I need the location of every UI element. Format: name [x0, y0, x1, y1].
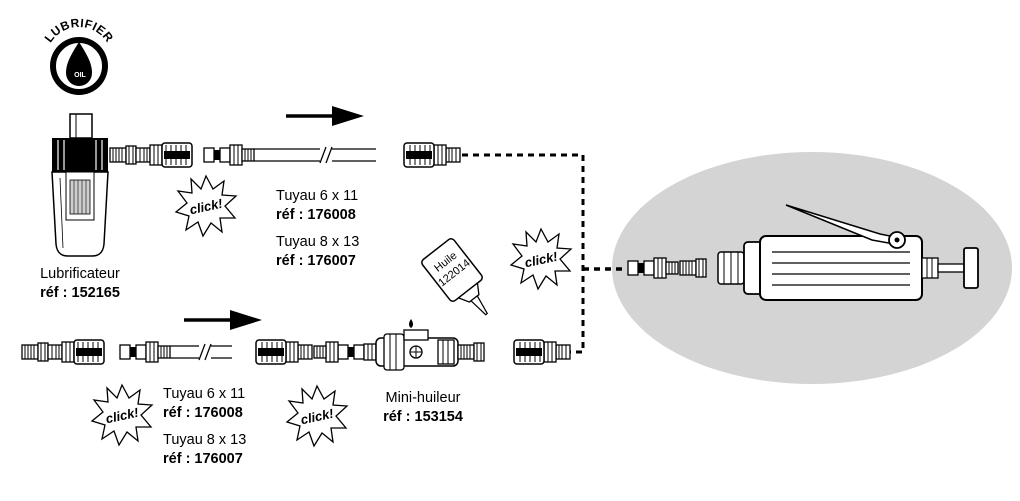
- mini-oiler-ref: réf : 153154: [383, 409, 463, 425]
- top-hose-line2-name: Tuyau 8 x 13: [276, 234, 360, 250]
- click-text: click!: [523, 249, 559, 271]
- bottom-hose-line1-name: Tuyau 6 x 11: [163, 386, 246, 402]
- bottom-hose-label: Tuyau 6 x 11 réf : 176008 Tuyau 8 x 13 r…: [163, 385, 246, 469]
- lubricator-name: Lubrificateur: [40, 266, 120, 282]
- click-burst-4: click!: [286, 385, 348, 447]
- top-assembly: [109, 104, 461, 168]
- click-text: click!: [104, 405, 140, 427]
- click-burst-3: click!: [91, 384, 153, 446]
- top-male-plug: [203, 144, 255, 166]
- mini-oiler-name: Mini-huileur: [385, 390, 461, 406]
- click-text: click!: [299, 406, 335, 428]
- mini-oiler-label: Mini-huileur réf : 153154: [368, 389, 478, 427]
- top-hose-line1-ref: réf : 176008: [276, 207, 356, 223]
- lubricator-label: Lubrificateur réf : 152165: [30, 265, 130, 303]
- top-flow-arrow-icon: [284, 104, 366, 128]
- bottom-hose-line1-ref: réf : 176008: [163, 405, 243, 421]
- bottom-hose-line2-name: Tuyau 8 x 13: [163, 432, 247, 448]
- click-text: click!: [188, 196, 224, 218]
- oil-bottle-icon: Huile 122014: [421, 238, 489, 316]
- lubricator-ref: réf : 152165: [40, 285, 120, 301]
- top-hose-line1-name: Tuyau 6 x 11: [276, 188, 359, 204]
- oil-droplet-icon: [409, 319, 413, 328]
- click-burst-1: click!: [175, 175, 237, 237]
- air-tool-icon: [627, 204, 979, 301]
- lubricator-icon: [51, 113, 109, 257]
- top-hose-line2-ref: réf : 176007: [276, 253, 356, 269]
- lubrifier-oil-badge: LUBRIFIER OIL: [42, 16, 116, 95]
- bottom-male-plug: [119, 341, 171, 363]
- click-burst-2: click!: [510, 228, 572, 290]
- top-hose-label: Tuyau 6 x 11 réf : 176008 Tuyau 8 x 13 r…: [276, 187, 359, 271]
- top-female-coupler: [135, 142, 193, 168]
- mini-oiler-icon: [375, 329, 459, 371]
- badge-drop-text: OIL: [74, 72, 86, 79]
- dotted-connection-line: [462, 153, 585, 354]
- oil-drop-icon: [66, 42, 92, 86]
- bottom-assembly: [21, 308, 571, 371]
- bottom-flow-arrow-icon: [182, 308, 264, 332]
- bottom-hose-line2-ref: réf : 176007: [163, 451, 243, 467]
- bottom-female-coupler: [47, 339, 105, 365]
